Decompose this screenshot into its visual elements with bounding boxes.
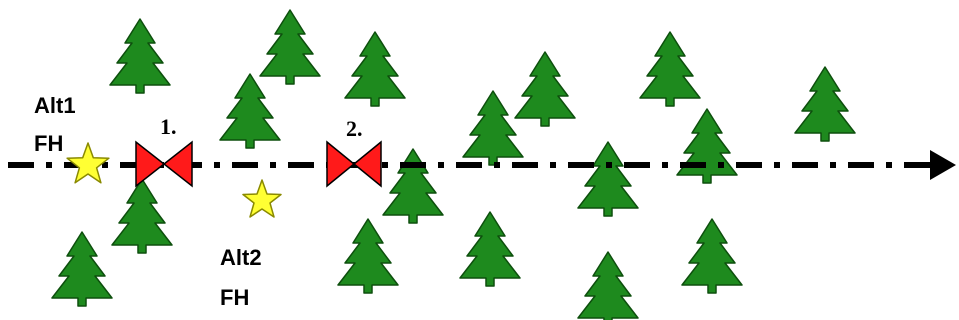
tree-icon	[338, 219, 398, 293]
tree-icon	[578, 252, 638, 320]
tree-icon	[112, 179, 172, 253]
valve-2-number: 2.	[346, 118, 363, 140]
tree-icon	[578, 142, 638, 216]
tree-icon	[110, 19, 170, 93]
valve-1-number: 1.	[160, 116, 177, 138]
tree-icon	[345, 32, 405, 106]
alt1-fh-label: FH	[34, 133, 63, 155]
tree-icon	[463, 91, 523, 165]
star-icon	[67, 143, 109, 183]
alt1-label: Alt1	[34, 95, 76, 117]
tree-icon	[515, 52, 575, 126]
bowtie-valve-icon	[136, 142, 192, 186]
tree-icon	[682, 219, 742, 293]
tree-icon	[460, 212, 520, 286]
tree-icon	[220, 74, 280, 148]
star-icon	[243, 180, 281, 217]
tree-icon	[677, 109, 737, 183]
alt2-fh-label: FH	[220, 287, 249, 309]
arrow-head-icon	[930, 150, 956, 180]
tree-icon	[52, 232, 112, 306]
tree-icon	[260, 10, 320, 84]
tree-icon	[383, 149, 443, 223]
tree-icon	[795, 67, 855, 141]
bowtie-valve-icon	[327, 142, 381, 186]
tree-icon	[640, 32, 700, 106]
alt2-label: Alt2	[220, 247, 262, 269]
